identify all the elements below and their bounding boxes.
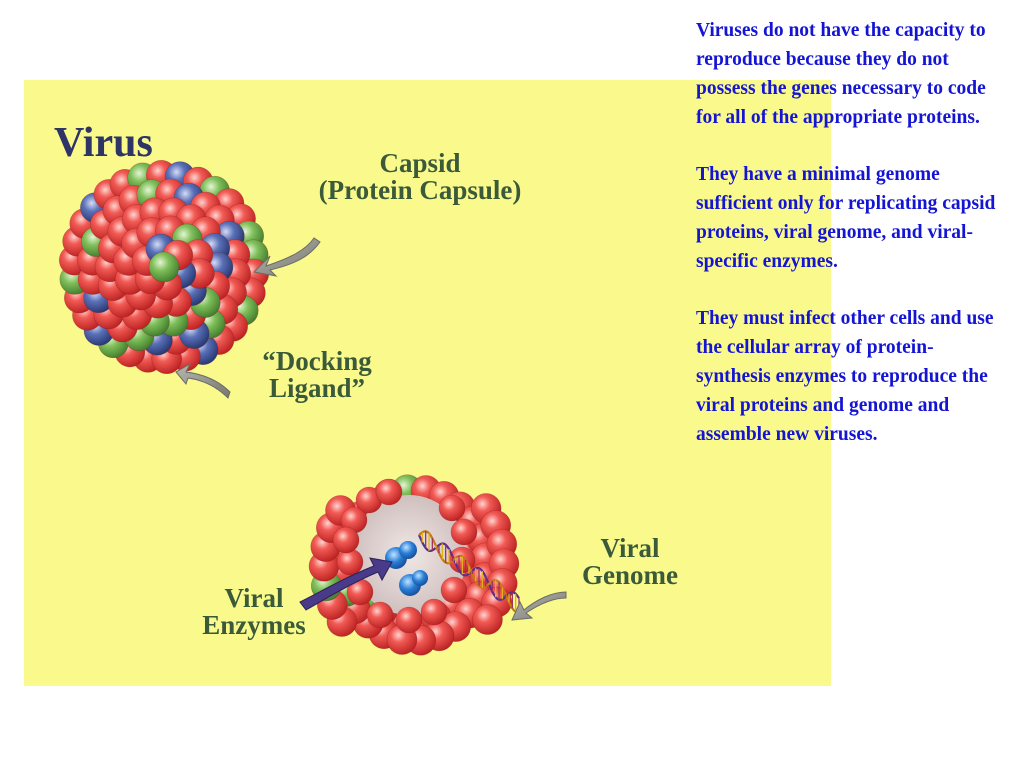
description-text: Viruses do not have the capacity to repr…: [696, 16, 996, 477]
viral-genome-label-line-1: Viral: [600, 533, 660, 563]
capsomere-icon: [420, 598, 448, 626]
capsid-label-line-1: Capsid: [379, 148, 461, 178]
capsid-label-line-2: (Protein Capsule): [318, 175, 522, 205]
viral-genome-label-line-2: Genome: [582, 560, 678, 590]
capsomere-icon: [366, 601, 394, 629]
description-paragraph-1: Viruses do not have the capacity to repr…: [696, 20, 986, 128]
description-paragraph-2: They have a minimal genome sufficient on…: [696, 164, 996, 272]
viral-enzymes-icon: [385, 541, 428, 596]
arrow-to-viral-genome-icon: [511, 591, 567, 621]
capsomere-icon: [438, 494, 466, 522]
capsomere-icon: [375, 478, 403, 506]
cutaway-virus-particle: [308, 474, 520, 656]
capsomere-icon: [336, 548, 364, 576]
capsomere-icon: [440, 576, 468, 604]
description-paragraph-3: They must infect other cells and use the…: [696, 308, 994, 445]
figure-title: Virus: [54, 120, 153, 166]
viral-genome-label: Viral Genome: [570, 535, 690, 589]
docking-ligand-label-line-2: Ligand”: [268, 373, 366, 403]
docking-ligand-icon: [148, 251, 180, 283]
capsomere-icon: [395, 606, 423, 634]
viral-enzymes-label: Viral Enzymes: [185, 585, 323, 639]
arrow-to-docking-ligand-icon: [175, 362, 231, 399]
capsomere-icon: [472, 604, 503, 635]
capsomere-icon: [450, 518, 478, 546]
arrow-to-capsid-icon: [252, 237, 321, 277]
arrow-to-viral-enzymes-icon: [299, 557, 393, 611]
virus-illustration: [58, 159, 567, 656]
dna-helix-icon: [417, 530, 520, 614]
viral-enzymes-label-line-2: Enzymes: [202, 610, 306, 640]
viral-enzymes-label-line-1: Viral: [224, 583, 284, 613]
docking-ligand-label-line-1: “Docking: [262, 346, 372, 376]
intact-virus-particle: [58, 159, 270, 375]
capsid-label: Capsid (Protein Capsule): [280, 150, 560, 204]
figure-panel: Virus Capsid (Protein Capsule) “Docking …: [24, 80, 831, 686]
docking-ligand-label: “Docking Ligand”: [232, 348, 402, 402]
capsomere-icon: [332, 526, 360, 554]
